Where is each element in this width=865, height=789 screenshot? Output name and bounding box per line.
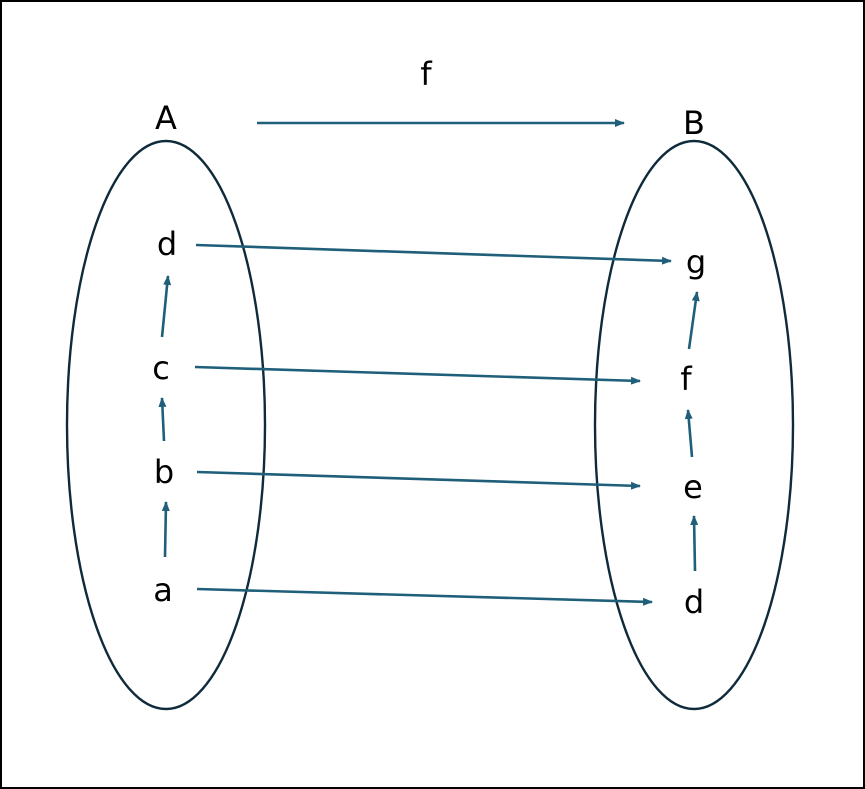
mapping-arrow-b-to-e [196, 470, 641, 490]
set-a-label: A [155, 99, 177, 137]
order-arrow-f-to-g [687, 291, 700, 350]
mapping-arrow-c-to-f [194, 365, 641, 385]
function-label: f [420, 55, 432, 93]
order-arrow-a-to-b [161, 501, 170, 558]
mapping-arrow-a-to-d [196, 587, 653, 606]
set-b-element-d: d [684, 583, 704, 621]
mapping-arrow-d-to-g [195, 243, 672, 265]
order-arrow-d-to-e [690, 515, 699, 572]
order-arrow-b-to-c [158, 397, 167, 442]
set-b-ellipse [593, 139, 795, 711]
set-a-ellipse [65, 139, 267, 711]
set-a-element-a: a [153, 571, 173, 609]
order-arrow-e-to-f [684, 409, 694, 458]
set-b-label: B [683, 104, 705, 142]
order-arrow-c-to-d [160, 275, 172, 338]
set-b-element-g: g [686, 243, 706, 281]
set-b-element-e: e [683, 468, 703, 506]
set-a-element-d: d [157, 225, 177, 263]
set-b-element-f: f [680, 360, 692, 398]
set-a-element-c: c [152, 349, 170, 387]
set-a-element-b: b [154, 453, 174, 491]
